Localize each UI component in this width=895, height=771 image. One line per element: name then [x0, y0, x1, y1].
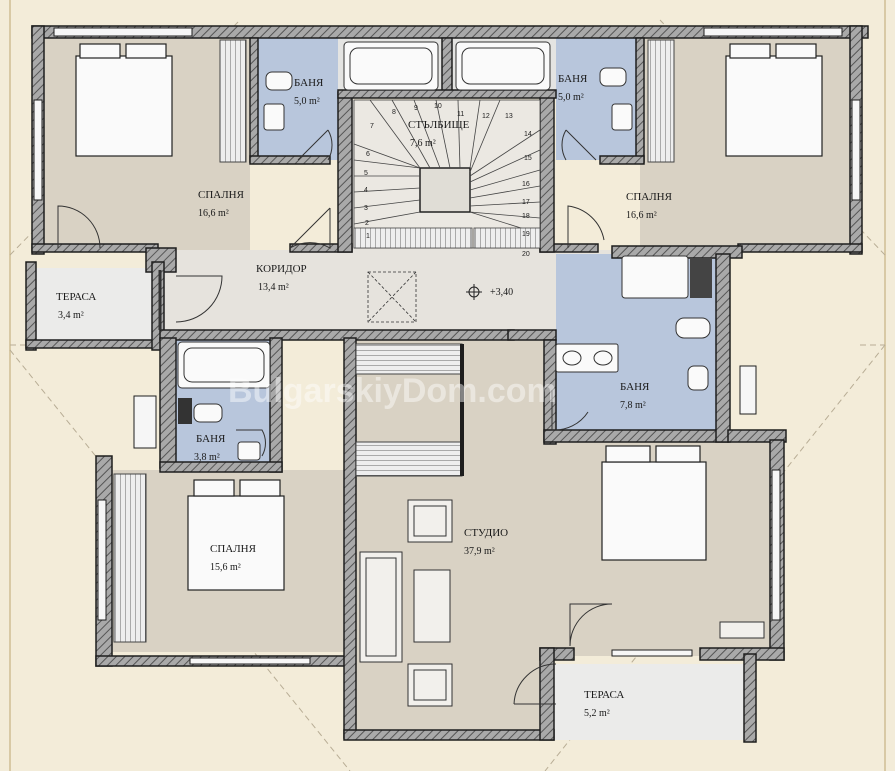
stairs-name: СТЪЛБИЩЕ — [408, 119, 470, 131]
step-2: 2 — [365, 220, 369, 227]
step-17: 17 — [522, 199, 530, 206]
bath-e-name: БАНЯ — [620, 381, 650, 393]
wardrobe-studio-1 — [355, 343, 463, 375]
terrace-w-area: 3,4 m² — [58, 310, 84, 321]
stair-step-numbers: 1 2 3 4 5 6 7 8 9 10 11 12 13 14 15 16 1… — [364, 103, 532, 258]
bath-nw-area: 5,0 m² — [294, 96, 320, 107]
bath-ne-floor — [556, 38, 636, 160]
step-1: 1 — [366, 233, 370, 240]
sanitary — [193, 67, 711, 461]
bath-nw-floor — [258, 38, 338, 160]
step-7: 7 — [370, 123, 374, 130]
step-4: 4 — [364, 187, 368, 194]
step-18: 18 — [522, 213, 530, 220]
terrace-w-name: ТЕРАСА — [56, 291, 96, 303]
terrace-s-floor — [552, 664, 748, 740]
terrace-s-area: 5,2 m² — [584, 708, 610, 719]
watermark: BulgarskiyDom.com — [228, 372, 557, 410]
bath-ne-area: 5,0 m² — [558, 92, 584, 103]
wardrobe-studio-divider — [460, 344, 464, 476]
bedroom-sw-name: СПАЛНЯ — [210, 543, 257, 555]
bath-e-area: 7,8 m² — [620, 400, 646, 411]
wardrobe-sw — [113, 473, 147, 643]
windows — [33, 27, 861, 665]
step-11: 11 — [457, 111, 464, 118]
level-value: +3,40 — [490, 287, 513, 298]
corridor-area: 13,4 m² — [258, 282, 289, 293]
step-12: 12 — [482, 113, 490, 120]
corridor-name: КОРИДОР — [256, 263, 307, 275]
bath-sw-fixture — [178, 398, 192, 424]
bedroom-nw-name: СПАЛНЯ — [198, 189, 245, 201]
step-20: 20 — [522, 251, 530, 258]
corridor-floor — [160, 250, 620, 336]
wardrobe-studio-2 — [355, 441, 463, 477]
terrace-w-floor — [34, 268, 156, 346]
bath-nw-name: БАНЯ — [294, 77, 324, 89]
level-marker-icon — [466, 284, 482, 300]
step-10: 10 — [434, 103, 442, 110]
step-19: 19 — [522, 231, 530, 238]
step-5: 5 — [364, 170, 368, 177]
staircase — [353, 99, 541, 249]
wardrobe-ne — [647, 39, 675, 163]
bathtubs — [177, 41, 689, 389]
step-16: 16 — [522, 181, 530, 188]
beds — [75, 43, 823, 591]
shower-ne-panel — [690, 258, 712, 298]
step-6: 6 — [366, 151, 370, 158]
wardrobe-nw — [219, 39, 247, 163]
studio-furniture — [359, 499, 765, 707]
step-8: 8 — [392, 109, 396, 116]
step-15: 15 — [524, 155, 532, 162]
bath-sw-area: 3,8 m² — [194, 452, 220, 463]
step-14: 14 — [524, 131, 532, 138]
bath-sw-name: БАНЯ — [196, 433, 226, 445]
bath-ne-name: БАНЯ — [558, 73, 588, 85]
doors — [57, 129, 613, 705]
step-9: 9 — [414, 105, 418, 112]
step-13: 13 — [505, 113, 513, 120]
bedroom-ne-name: СПАЛНЯ — [626, 191, 673, 203]
studio-area: 37,9 m² — [464, 546, 495, 557]
step-3: 3 — [364, 205, 368, 212]
bedroom-ne-area: 16,6 m² — [626, 210, 657, 221]
studio-name: СТУДИО — [464, 527, 508, 539]
bedroom-sw-area: 15,6 m² — [210, 562, 241, 573]
stairs-area: 7,6 m² — [410, 138, 436, 149]
terrace-s-name: ТЕРАСА — [584, 689, 624, 701]
skylight — [367, 271, 417, 323]
bedroom-nw-area: 16,6 m² — [198, 208, 229, 219]
